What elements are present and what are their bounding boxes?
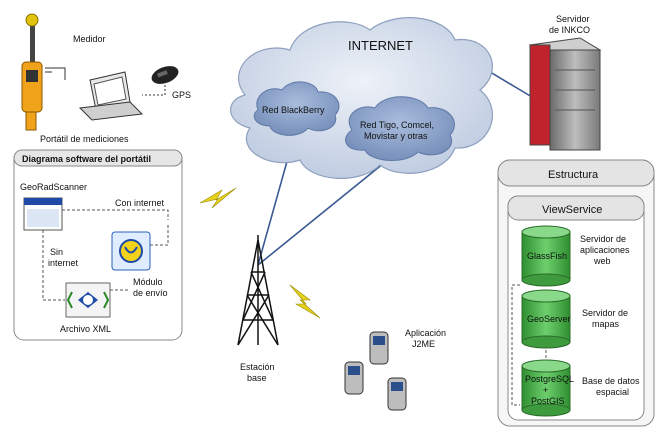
db3-desc-2: espacial xyxy=(596,387,629,397)
laptop-label: Portátil de mediciones xyxy=(40,134,129,144)
j2me-label-2: J2ME xyxy=(412,339,435,349)
meter-laptop-arrow xyxy=(45,67,66,80)
internet-label: INTERNET xyxy=(348,38,413,53)
software-diagram-title: Diagrama software del portátil xyxy=(22,154,151,164)
db2-label: GeoServer xyxy=(527,314,571,324)
meter-device-icon xyxy=(21,13,43,131)
meter-label: Medidor xyxy=(73,34,106,44)
server-label-1: Servidor xyxy=(556,14,590,24)
lightning-bolt-icon xyxy=(199,187,237,209)
internet-cloud xyxy=(230,17,493,179)
carrier-cloud xyxy=(345,96,455,161)
lightning-bolt-icon-2 xyxy=(289,284,321,319)
gps-label: GPS xyxy=(172,90,191,100)
with-internet-label: Con internet xyxy=(115,198,165,208)
carrier-label-2: Movistar y otras xyxy=(364,131,428,141)
db3-desc-1: Base de datos xyxy=(582,376,640,386)
db3-label-2: + xyxy=(543,385,548,395)
blackberry-cloud xyxy=(253,81,340,136)
xml-file-icon xyxy=(65,282,111,318)
db2-desc-1: Servidor de xyxy=(582,308,628,318)
viewservice-title: ViewService xyxy=(542,204,602,216)
phone-icon-3 xyxy=(387,377,407,411)
db1-desc-1: Servidor de xyxy=(580,234,626,244)
db1-label: GlassFish xyxy=(527,251,567,261)
gps-laptop-link xyxy=(142,85,166,96)
j2me-label-1: Aplicación xyxy=(405,328,446,338)
blackberry-label: Red BlackBerry xyxy=(262,105,325,115)
antenna-tower-icon xyxy=(237,235,279,346)
phone-icon-2 xyxy=(344,361,364,395)
db1-desc-2: aplicaciones xyxy=(580,245,630,255)
laptop-icon xyxy=(78,71,144,121)
send-module-icon xyxy=(111,231,151,271)
module-label-2: de envío xyxy=(133,288,168,298)
server-icon xyxy=(528,37,602,151)
server-label-2: de INKCO xyxy=(549,25,590,35)
database-icon xyxy=(521,225,571,287)
station-label-1: Estación xyxy=(240,362,275,372)
no-internet-label-2: internet xyxy=(48,258,79,268)
database-icon-2 xyxy=(521,289,571,349)
app-window-icon xyxy=(23,197,63,231)
db3-label-3: PostGIS xyxy=(531,396,565,406)
db1-desc-3: web xyxy=(593,256,611,266)
db3-label-1: PostgreSQL xyxy=(525,374,574,384)
db2-desc-2: mapas xyxy=(592,319,620,329)
structure-title: Estructura xyxy=(548,169,599,181)
database-icon-3 xyxy=(521,359,571,417)
no-internet-label-1: Sin xyxy=(50,247,63,257)
carrier-label-1: Red Tigo, Comcel, xyxy=(360,120,434,130)
software-flow-lines xyxy=(42,209,169,301)
module-label-1: Módulo xyxy=(133,277,163,287)
app-label: GeoRadScanner xyxy=(20,182,87,192)
gps-icon xyxy=(151,66,179,84)
xml-label: Archivo XML xyxy=(60,324,111,334)
phone-icon xyxy=(369,331,389,365)
station-label-2: base xyxy=(247,373,267,383)
